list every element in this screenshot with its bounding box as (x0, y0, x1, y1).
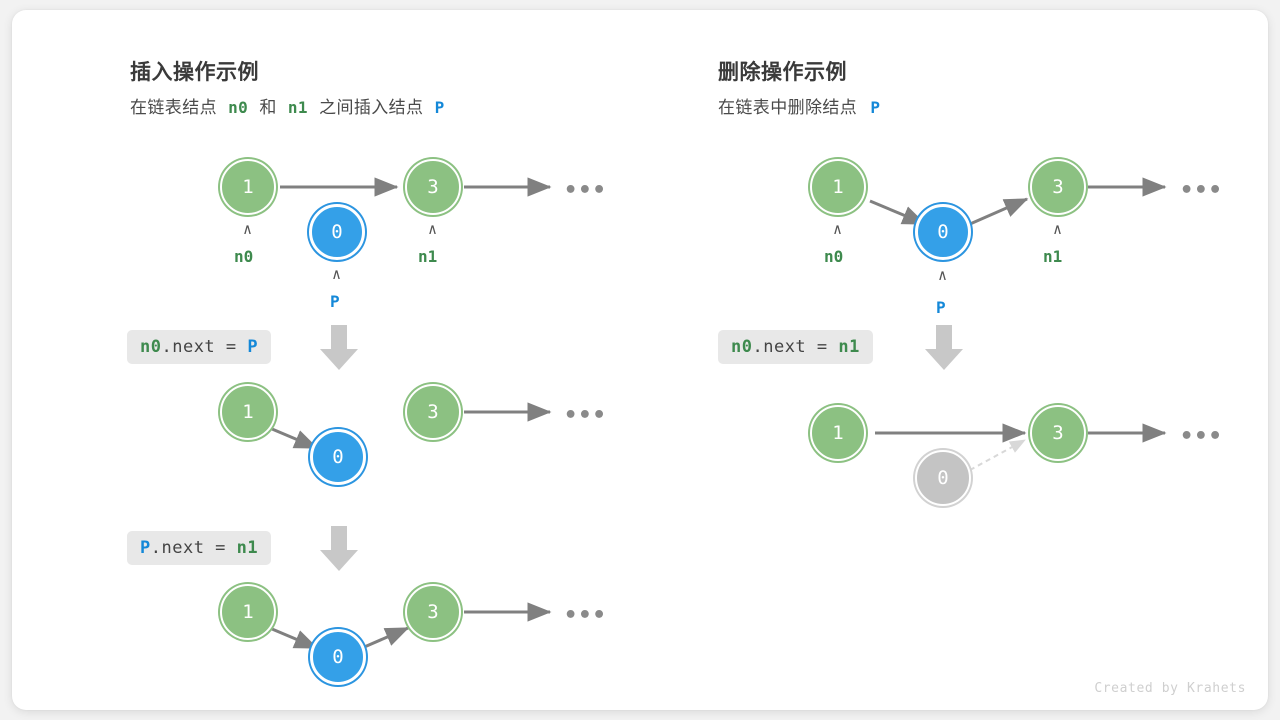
subtitle-token-p: P (870, 98, 881, 117)
node-label-p: P (936, 298, 946, 317)
node-value: 3 (1030, 159, 1086, 215)
code-token-n1: n1 (236, 538, 259, 558)
node-label-n0: n0 (824, 247, 844, 266)
subtitle-text-3: 之间插入结点 (319, 98, 424, 117)
code-token-next: .next = (161, 337, 248, 357)
node-value: 3 (405, 159, 461, 215)
ellipsis-tail: ••• (1180, 178, 1223, 203)
down-arrow-icon (320, 325, 358, 370)
subtitle-text-2: 和 (259, 98, 277, 117)
node-value: 0 (310, 429, 366, 485)
caret-icon: ∧ (332, 265, 342, 283)
node-value: 3 (405, 584, 461, 640)
node-value: 0 (915, 204, 971, 260)
node-value: 3 (405, 384, 461, 440)
insert-panel-subtitle: 在链表结点 n0 和 n1 之间插入结点 P (130, 93, 445, 118)
code-chip-insert-2: P.next = n1 (127, 531, 272, 565)
ellipsis-tail: ••• (564, 403, 607, 428)
subtitle-token-p: P (434, 98, 445, 117)
caret-icon: ∧ (833, 220, 843, 238)
insert-edges (271, 177, 552, 650)
caret-icon: ∧ (1053, 220, 1063, 238)
code-token-p: P (247, 337, 259, 357)
node-value: 1 (810, 405, 866, 461)
subtitle-text-1: 在链表中删除结点 (718, 98, 858, 117)
subtitle-text-1: 在链表结点 (130, 98, 217, 117)
caret-icon: ∧ (428, 220, 438, 238)
caret-icon: ∧ (938, 266, 948, 284)
code-chip-insert-1: n0.next = P (127, 330, 272, 364)
subtitle-token-n1: n1 (287, 98, 308, 117)
ellipsis-tail: ••• (1180, 424, 1223, 449)
node-value: 1 (220, 584, 276, 640)
code-token-n0: n0 (731, 337, 753, 357)
node-label-n1: n1 (418, 247, 438, 266)
code-token-p: P (140, 538, 151, 558)
code-chip-delete-1: n0.next = n1 (718, 330, 873, 364)
node-label-p: P (330, 292, 340, 311)
node-value: 0 (309, 204, 365, 260)
insert-panel-title: 插入操作示例 (130, 61, 259, 84)
ellipsis-tail: ••• (564, 178, 607, 203)
code-token-n1: n1 (838, 337, 860, 357)
diagram-card: 插入操作示例 在链表结点 n0 和 n1 之间插入结点 P (12, 10, 1268, 710)
delete-panel-title: 删除操作示例 (718, 61, 847, 84)
down-arrow-icon (320, 526, 358, 571)
code-token-next: .next = (752, 337, 839, 357)
node-value: 0 (310, 629, 366, 685)
code-token-n0: n0 (140, 337, 162, 357)
node-value: 1 (810, 159, 866, 215)
subtitle-token-n0: n0 (228, 98, 249, 117)
node-value: 1 (220, 159, 276, 215)
credit-text: Created by Krahets (1094, 681, 1246, 696)
panel-insert: 插入操作示例 在链表结点 n0 和 n1 之间插入结点 P (12, 10, 640, 710)
node-value: 1 (220, 384, 276, 440)
node-value: 3 (1030, 405, 1086, 461)
node-label-n1: n1 (1043, 247, 1063, 266)
caret-icon: ∧ (243, 220, 253, 238)
delete-panel-subtitle: 在链表中删除结点 P (718, 93, 880, 118)
node-label-n0: n0 (234, 247, 254, 266)
panel-delete: 删除操作示例 在链表中删除结点 P (640, 10, 1268, 710)
ellipsis-tail: ••• (564, 603, 607, 628)
down-arrow-icon (925, 325, 963, 370)
code-token-next: .next = (150, 538, 237, 558)
delete-edges (869, 177, 1167, 471)
node-value-deleted: 0 (915, 450, 971, 506)
